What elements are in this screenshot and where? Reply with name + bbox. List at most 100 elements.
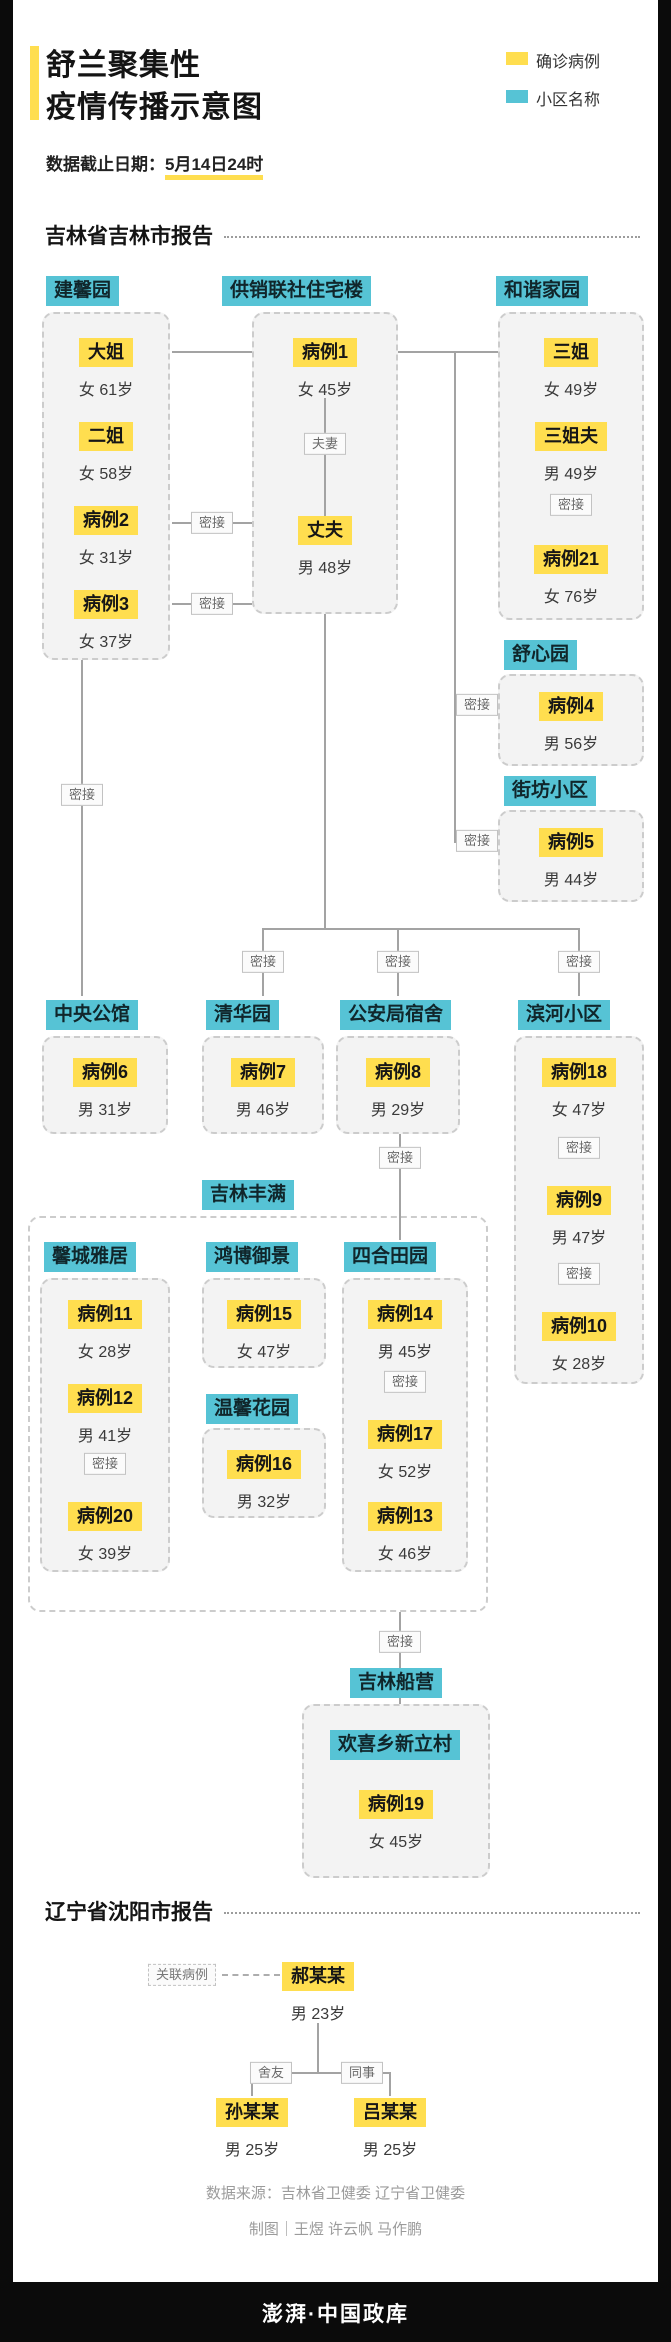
connector-line — [399, 1612, 401, 1704]
roommate-label: 舍友 — [249, 2061, 293, 2085]
close-contact-label: 密接 — [190, 592, 234, 616]
footer-source: 数据来源：吉林省卫健委 辽宁省卫健委 — [205, 2185, 466, 2202]
case-info: 女 52岁 — [377, 1463, 433, 1481]
case-info: 男 47岁 — [551, 1229, 607, 1247]
case-node: 病例15 女 47岁 — [209, 1300, 319, 1362]
case-node: 三姐 女 49岁 — [516, 338, 626, 400]
case-node: 病例14 男 45岁 — [350, 1300, 460, 1362]
community-label-huanxixiangxinlicun: 欢喜乡新立村 — [330, 1730, 461, 1760]
case-node: 病例5 男 44岁 — [516, 828, 626, 890]
data-cutoff-text: 数据截止日期：5月14日24时 — [46, 150, 264, 180]
community-label-wenxinhuayuan: 温馨花园 — [206, 1394, 299, 1424]
section-header-liaoning: 辽宁省沈阳市报告 — [45, 1901, 213, 1924]
close-contact-label: 密接 — [455, 829, 499, 853]
data-cutoff-date: 5月14日24时 — [165, 155, 264, 180]
close-contact-label: 密接 — [549, 493, 593, 517]
case-info: 女 47岁 — [551, 1101, 607, 1119]
case-info: 男 56岁 — [543, 735, 599, 753]
case-name: 病例14 — [367, 1300, 443, 1329]
case-name: 病例11 — [68, 1300, 142, 1329]
connector-line — [454, 351, 456, 841]
case-name: 大姐 — [79, 338, 133, 367]
community-label-xinchengyaju: 馨城雅居 — [44, 1242, 137, 1272]
close-contact-label: 密接 — [383, 1370, 427, 1394]
case-name: 病例5 — [538, 828, 603, 857]
connector-line — [389, 2072, 391, 2096]
case-info: 男 31岁 — [77, 1101, 133, 1119]
legend-swatch-confirmed — [506, 52, 528, 65]
case-node: 病例1 女 45岁 — [270, 338, 380, 400]
case-info: 男 25岁 — [224, 2141, 280, 2159]
case-name: 病例18 — [541, 1058, 617, 1087]
close-contact-label: 密接 — [190, 511, 234, 535]
legend-label-confirmed: 确诊病例 — [536, 54, 601, 71]
case-node: 大姐 女 61岁 — [51, 338, 161, 400]
case-info: 男 23岁 — [290, 2005, 346, 2023]
close-contact-label: 密接 — [557, 1136, 601, 1160]
case-node: 病例19 女 45岁 — [341, 1790, 451, 1852]
footer-credits: 制图｜王煜 许云帆 马作鹏 — [248, 2221, 423, 2238]
case-info: 女 28岁 — [551, 1355, 607, 1373]
case-info: 男 48岁 — [297, 559, 353, 577]
case-name: 病例3 — [73, 590, 138, 619]
close-contact-label: 密接 — [83, 1452, 127, 1476]
case-node: 丈夫 男 48岁 — [270, 516, 380, 578]
community-label-jilinchuanying: 吉林船营 — [350, 1668, 443, 1698]
close-contact-label: 密接 — [455, 693, 499, 717]
case-info: 女 49岁 — [543, 381, 599, 399]
case-node: 病例3 女 37岁 — [51, 590, 161, 652]
colleague-label: 同事 — [340, 2061, 384, 2085]
case-info: 男 45岁 — [377, 1343, 433, 1361]
case-info: 女 45岁 — [368, 1833, 424, 1851]
case-node: 孙某某 男 25岁 — [197, 2098, 307, 2160]
section-header-jilin: 吉林省吉林市报告 — [45, 225, 213, 248]
case-node: 病例16 男 32岁 — [209, 1450, 319, 1512]
case-name: 孙某某 — [216, 2098, 288, 2127]
close-contact-label: 密接 — [557, 950, 601, 974]
case-name: 病例1 — [292, 338, 357, 367]
case-info: 女 58岁 — [78, 465, 134, 483]
case-node: 病例8 男 29岁 — [343, 1058, 453, 1120]
case-name: 病例7 — [230, 1058, 295, 1087]
case-info: 女 47岁 — [236, 1343, 292, 1361]
case-node: 三姐夫 男 49岁 — [516, 422, 626, 484]
case-node: 病例7 男 46岁 — [208, 1058, 318, 1120]
case-node: 病例10 女 28岁 — [524, 1312, 634, 1374]
case-name: 病例12 — [67, 1384, 143, 1413]
connector-line-dashed — [222, 1974, 280, 1976]
brand-logo: 澎湃·中国政库 — [262, 2303, 409, 2326]
connector-line — [252, 2072, 390, 2074]
legend-swatch-community — [506, 90, 528, 103]
community-label-qinghuayuan: 清华园 — [206, 1000, 280, 1030]
connector-line — [263, 928, 579, 930]
case-node: 病例18 女 47岁 — [524, 1058, 634, 1120]
community-label-sihetianyuan: 四合田园 — [344, 1242, 437, 1272]
case-name: 病例6 — [72, 1058, 137, 1087]
community-label-zhongyanggongguan: 中央公馆 — [46, 1000, 139, 1030]
case-info: 女 45岁 — [297, 381, 353, 399]
connector-line — [81, 660, 83, 996]
community-label-hongboyujing: 鸿博御景 — [206, 1242, 299, 1272]
close-contact-label: 密接 — [60, 783, 104, 807]
case-name: 病例21 — [533, 545, 609, 574]
close-contact-label: 密接 — [378, 1146, 422, 1170]
related-case-label: 关联病例 — [147, 1963, 217, 1987]
connector-line — [324, 614, 326, 928]
case-name: 三姐夫 — [535, 422, 607, 451]
page-title-line1: 舒兰聚集性 — [46, 49, 201, 82]
community-label-shuxinyuan: 舒心园 — [504, 640, 578, 670]
connector-line — [172, 351, 252, 353]
community-label-gongxiaolianshe: 供销联社住宅楼 — [222, 276, 372, 306]
case-info: 男 32岁 — [236, 1493, 292, 1511]
case-node: 病例21 女 76岁 — [516, 545, 626, 607]
case-name: 二姐 — [79, 422, 133, 451]
case-name: 病例16 — [226, 1450, 302, 1479]
connector-line — [317, 2023, 319, 2072]
case-name: 病例17 — [367, 1420, 443, 1449]
case-info: 女 28岁 — [77, 1343, 133, 1361]
close-contact-label: 密接 — [376, 950, 420, 974]
case-info: 女 37岁 — [78, 633, 134, 651]
case-info: 男 49岁 — [543, 465, 599, 483]
community-label-hexiejiayuan: 和谐家园 — [496, 276, 589, 306]
